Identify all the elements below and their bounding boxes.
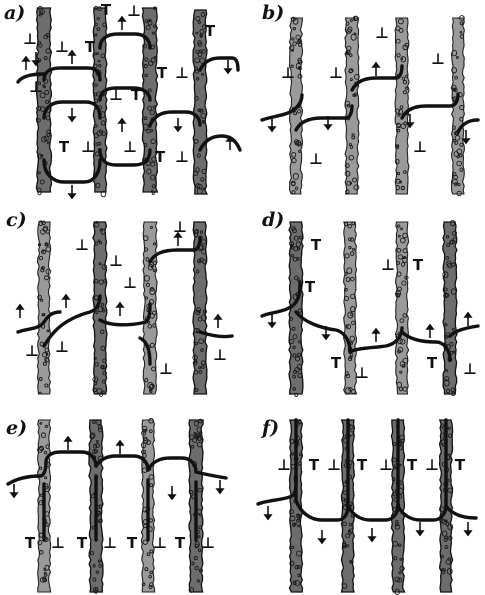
dislocation-t-symbol: T	[157, 64, 168, 82]
dislocation-perp-symbol: ⊥	[431, 50, 445, 68]
dislocation-perp-symbol: ⊥	[109, 86, 123, 104]
dislocation-perp-symbol: ⊥	[379, 456, 393, 474]
dislocation-perp-symbol: ⊥	[413, 138, 427, 156]
dislocation-perp-symbol: ⊥	[25, 342, 39, 360]
dislocation-perp-symbol: ⊥	[123, 138, 137, 156]
dislocation-perp-symbol: ⊥	[381, 256, 395, 274]
dislocation-perp-symbol: ⊥	[109, 252, 123, 270]
dislocation-t-symbol: T	[101, 1, 112, 19]
dislocation-t-symbol: T	[413, 256, 424, 274]
dislocation-perp-symbol: ⊥	[281, 64, 295, 82]
dislocation-t-symbol: T	[155, 148, 166, 166]
dislocation-t-symbol: T	[85, 38, 96, 56]
dislocation-perp-symbol: ⊥	[175, 148, 189, 166]
dislocation-t-symbol: T	[175, 534, 186, 552]
dislocation-perp-symbol: ⊥	[277, 456, 291, 474]
dislocation-t-symbol: T	[205, 22, 216, 40]
dislocation-t-symbol: T	[331, 354, 342, 372]
dislocation-perp-symbol: ⊥	[327, 456, 341, 474]
dislocation-t-symbol: T	[357, 456, 368, 474]
precipitate-wall	[395, 222, 408, 394]
dislocation-t-symbol: T	[305, 278, 316, 296]
dislocation-t-symbol: T	[59, 138, 70, 156]
precipitate-wall	[443, 222, 457, 394]
dislocation-t-symbol: T	[77, 534, 88, 552]
dislocation-t-symbol: T	[25, 534, 36, 552]
dislocation-perp-symbol: ⊥	[201, 534, 215, 552]
dislocation-perp-symbol: ⊥	[463, 360, 477, 378]
panel-label-d: d)	[262, 209, 284, 231]
dislocation-t-symbol: T	[455, 456, 466, 474]
panel-label-c: c)	[6, 209, 27, 231]
dislocation-perp-symbol: ⊥	[55, 38, 69, 56]
dislocation-perp-symbol: ⊥	[159, 360, 173, 378]
dislocation-perp-symbol: ⊥	[355, 364, 369, 382]
dislocation-perp-symbol: ⊥	[329, 64, 343, 82]
dislocation-t-symbol: T	[127, 534, 138, 552]
dislocation-perp-symbol: ⊥	[375, 24, 389, 42]
dislocation-perp-symbol: ⊥	[51, 534, 65, 552]
dislocation-perp-symbol: ⊥	[81, 138, 95, 156]
dislocation-t-symbol: T	[427, 354, 438, 372]
dislocation-perp-symbol: ⊥	[213, 346, 227, 364]
dislocation-perp-symbol: ⊥	[23, 30, 37, 48]
dislocation-perp-symbol: ⊥	[173, 218, 187, 236]
dislocation-t-symbol: T	[309, 456, 320, 474]
dislocation-perp-symbol: ⊥	[127, 2, 141, 20]
dislocation-perp-symbol: ⊥	[29, 78, 43, 96]
dislocation-perp-symbol: ⊥	[425, 456, 439, 474]
dislocation-t-symbol: T	[311, 236, 322, 254]
dislocation-t-symbol: T	[407, 456, 418, 474]
precipitate-wall	[37, 222, 50, 394]
panel-label-a: a)	[4, 2, 25, 24]
dislocation-perp-symbol: ⊥	[55, 338, 69, 356]
dislocation-perp-symbol: ⊥	[103, 534, 117, 552]
dislocation-perp-symbol: ⊥	[309, 150, 323, 168]
dislocation-perp-symbol: ⊥	[75, 236, 89, 254]
dislocation-t-symbol: T	[131, 86, 142, 104]
panel-label-e: e)	[6, 417, 27, 439]
dislocation-perp-symbol: ⊥	[175, 64, 189, 82]
panel-label-b: b)	[262, 2, 284, 24]
dislocation-perp-symbol: ⊥	[123, 274, 137, 292]
dislocation-perp-symbol: ⊥	[153, 534, 167, 552]
panel-label-f: f)	[260, 417, 279, 439]
